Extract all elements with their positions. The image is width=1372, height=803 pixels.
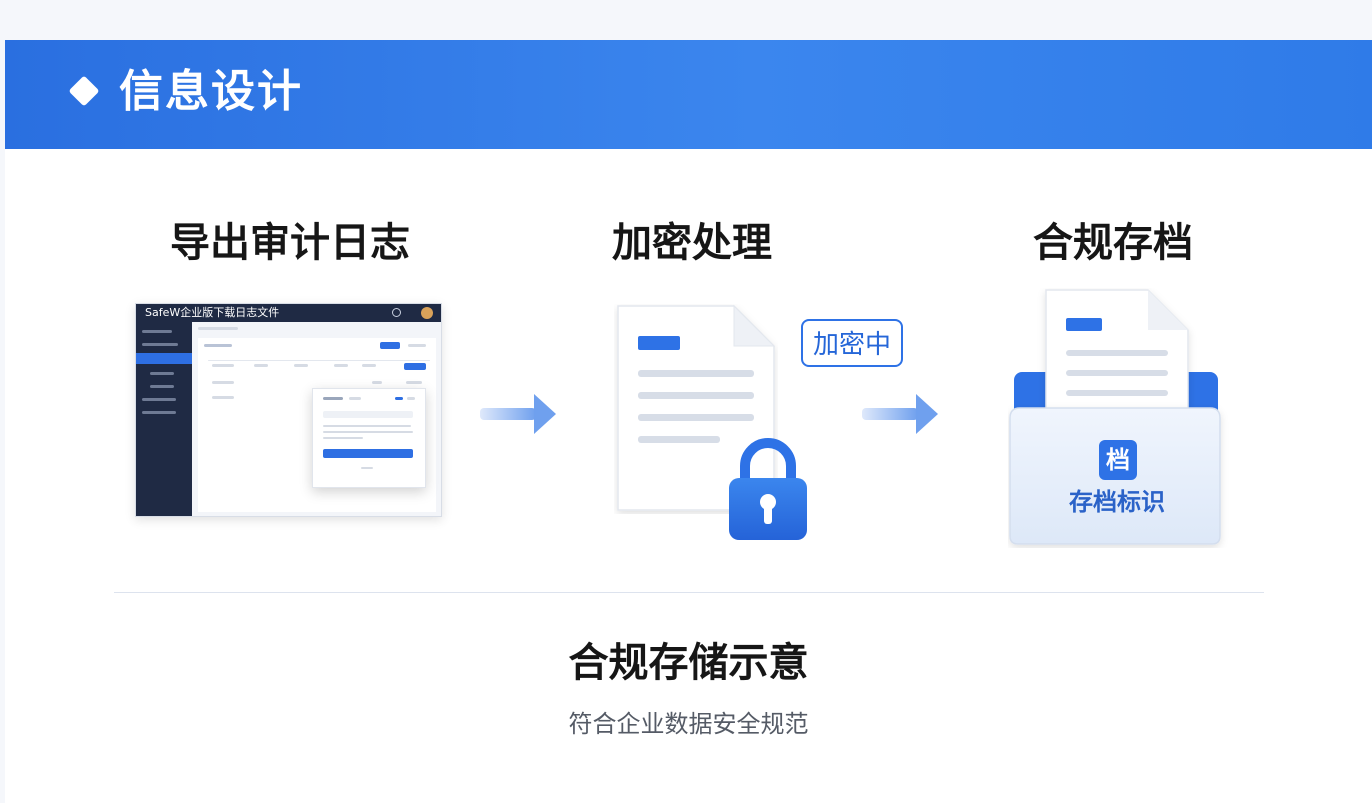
mock-export-modal — [312, 388, 426, 488]
document-icon — [617, 304, 776, 511]
padlock-icon — [729, 438, 807, 540]
archive-label: 存档标识 — [1069, 488, 1165, 516]
header-banner: 信息设计 — [5, 40, 1372, 149]
mock-sidebar — [136, 322, 192, 516]
info-design-card: 信息设计 导出审计日志 加密处理 合规存档 SafeW企业版下载日志文件 — [5, 40, 1372, 803]
divider — [114, 592, 1264, 593]
summary-title: 合规存储示意 — [568, 640, 809, 686]
mock-bell-icon — [392, 308, 401, 317]
summary-subtitle: 符合企业数据安全规范 — [568, 710, 809, 738]
mock-avatar — [421, 307, 433, 319]
mock-content — [192, 322, 441, 516]
mock-app-title: SafeW企业版下载日志文件 — [145, 306, 280, 319]
step-title-encrypt: 加密处理 — [612, 220, 772, 266]
page-title: 信息设计 — [119, 66, 303, 117]
mock-topbar: SafeW企业版下载日志文件 — [136, 304, 441, 322]
audit-log-screenshot: SafeW企业版下载日志文件 — [135, 303, 442, 517]
archive-badge-icon: 档 — [1099, 440, 1137, 480]
arrow-right-icon — [862, 394, 938, 434]
diamond-icon — [68, 75, 100, 107]
step-title-export: 导出审计日志 — [170, 220, 410, 266]
step-title-archive: 合规存档 — [1033, 220, 1193, 266]
encrypting-badge: 加密中 — [801, 319, 903, 367]
arrow-right-icon — [480, 394, 556, 434]
